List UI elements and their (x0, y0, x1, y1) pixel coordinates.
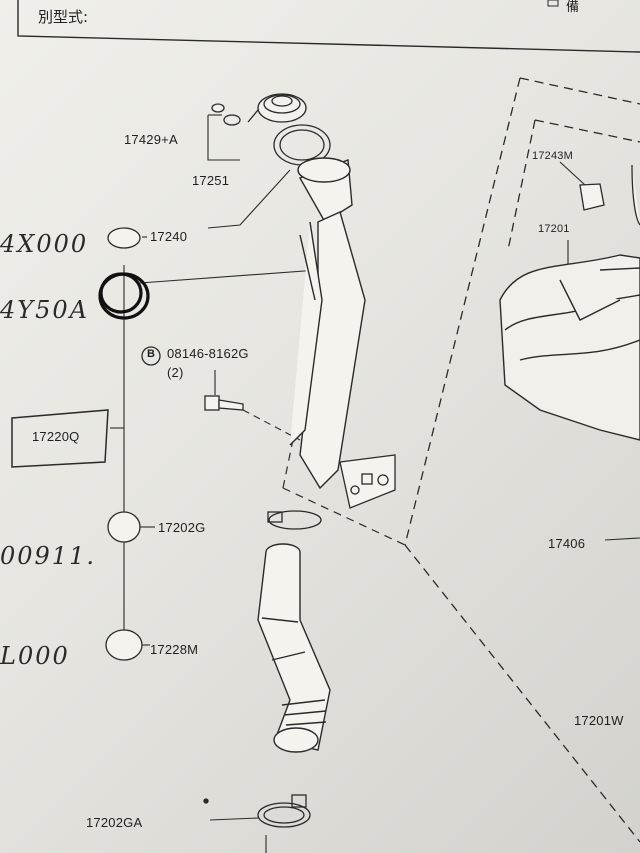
corner-mark (547, 0, 559, 7)
fuel-cap (211, 93, 307, 126)
highlight-box (11, 409, 109, 468)
bolt-leader (242, 409, 301, 441)
b-badge (141, 346, 161, 366)
part-17202g-label: 17202G (158, 520, 206, 535)
part-17240-label: 17240 (150, 229, 188, 244)
part-08146-qty-label: (2) (167, 365, 184, 380)
filler-hose (257, 543, 331, 753)
part-17202ga-label: 17202GA (86, 815, 143, 830)
part-17251-label: 17251 (192, 173, 230, 188)
header-corner-glyph: 備 (566, 0, 580, 15)
hose-clamp-lower (203, 794, 311, 828)
tank-group-outline (404, 77, 640, 843)
header-title: 別型式: (38, 8, 89, 26)
filler-neck-pipe (289, 157, 366, 490)
part-17429-label: 17429+A (124, 132, 178, 147)
bolt (204, 395, 244, 411)
badge-b-label: B (147, 348, 156, 360)
part-17201w-label: 17201W (574, 713, 624, 728)
part-17201-label: 17201 (538, 223, 570, 235)
header-box (17, 0, 640, 53)
part-17243m (579, 164, 640, 226)
handwritten-note-1: 4X000 (0, 230, 89, 258)
handwritten-note-2: 4Y50A (0, 296, 89, 324)
part-17228m-label: 17228M (150, 642, 199, 657)
handwritten-note-4: L000 (0, 642, 70, 670)
ring-symbols (105, 227, 143, 661)
filler-bracket (339, 454, 396, 509)
part-17243m-label: 17243M (532, 150, 573, 162)
handwritten-note-3: 00911. (0, 542, 96, 570)
hose-clamp-upper (267, 510, 322, 530)
fuel-tank (499, 254, 640, 441)
part-17220q-label: 17220Q (32, 429, 80, 444)
leader-lines (110, 114, 640, 853)
part-08146-label: 08146-8162G (167, 346, 249, 361)
part-17406-label: 17406 (548, 536, 586, 551)
hand-circled-ring (98, 272, 150, 320)
